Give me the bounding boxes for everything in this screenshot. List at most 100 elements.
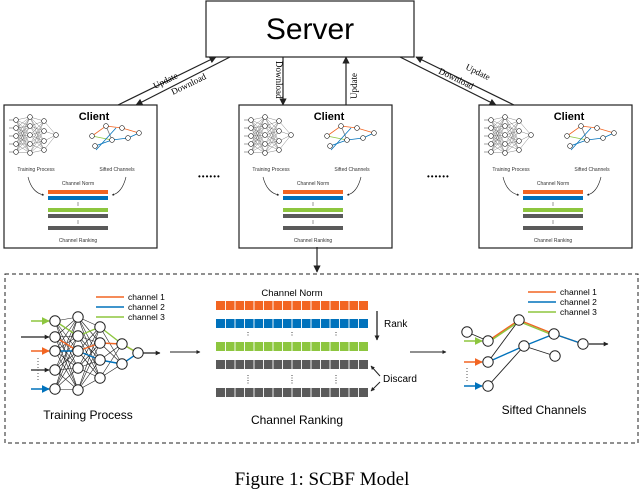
mini-node <box>13 117 19 123</box>
client-right-caption: Sifted Channels <box>334 167 370 173</box>
mini-edge <box>264 116 280 132</box>
mini-edge <box>15 143 31 154</box>
mini-sifted-edge <box>566 135 588 141</box>
mini-edge <box>490 125 506 153</box>
right-download-arrow <box>399 56 497 106</box>
mini-node <box>288 132 294 138</box>
mini-edge <box>518 120 532 136</box>
channel-ranking-label: Channel Ranking <box>251 413 343 427</box>
mini-edge <box>15 135 31 154</box>
mini-sifted-edge <box>570 127 592 151</box>
train-node <box>116 358 128 370</box>
mini-node <box>502 114 508 120</box>
mini-edge <box>250 119 266 136</box>
mini-sifted-node <box>324 133 330 139</box>
mini-sifted-edge <box>91 135 113 141</box>
mini-sifted-node <box>119 125 125 131</box>
client-curve-arrow <box>502 176 520 196</box>
mini-edge <box>250 134 266 145</box>
client-curve-arrow <box>111 176 127 196</box>
mini-node <box>516 147 522 153</box>
legend-left-3: channel 3 <box>128 312 165 322</box>
mini-edge <box>250 116 266 137</box>
mini-sifted-edge <box>121 127 140 134</box>
mini-node <box>262 132 268 138</box>
mini-edge <box>264 130 280 154</box>
discard-label: Discard <box>383 374 417 385</box>
train-node <box>49 383 61 395</box>
mid-update-label: Update <box>349 73 359 99</box>
mini-edge <box>15 125 31 153</box>
sifted-highlight-edge <box>518 320 555 337</box>
train-edge <box>77 316 101 361</box>
mini-edge <box>490 119 506 154</box>
mini-sifted-node <box>360 135 366 141</box>
train-node <box>72 311 84 323</box>
mini-node <box>248 117 254 123</box>
mini-node <box>248 141 254 147</box>
mini-node <box>27 123 33 129</box>
mini-node <box>502 141 508 147</box>
mini-edge <box>250 127 266 145</box>
mini-edge <box>29 120 45 154</box>
mini-edge <box>490 125 506 137</box>
client-bar <box>48 226 108 230</box>
client-norm-label: Channel Norm <box>62 181 94 187</box>
mini-node <box>488 125 494 131</box>
mini-edge <box>490 116 506 129</box>
mini-edge <box>250 125 266 145</box>
mini-node <box>276 128 282 134</box>
mini-node <box>248 125 254 131</box>
training-process-label: Training Process <box>43 408 133 422</box>
server-label: Server <box>266 13 354 46</box>
mini-edge <box>250 119 266 154</box>
client-frame <box>3 104 158 249</box>
train-edge <box>77 326 101 391</box>
mini-node <box>13 149 19 155</box>
legend-right-2: channel 2 <box>560 297 597 307</box>
train-edge <box>77 342 101 391</box>
client-bar <box>523 190 583 194</box>
mini-sifted-node <box>136 130 142 136</box>
mini-node <box>248 149 254 155</box>
train-node <box>49 315 61 327</box>
mini-edge <box>504 130 520 154</box>
mini-node <box>13 133 19 139</box>
mini-node <box>262 114 268 120</box>
train-edge <box>77 359 101 391</box>
mini-node <box>276 138 282 144</box>
mini-edge <box>490 116 506 137</box>
mini-edge <box>15 125 31 145</box>
mini-edge <box>250 143 266 154</box>
sifted-edge <box>487 319 520 363</box>
mini-edge <box>15 127 31 145</box>
mini-edge <box>29 120 45 136</box>
mini-edge <box>15 116 31 145</box>
mini-edge <box>504 140 520 154</box>
mini-edge <box>250 116 266 153</box>
mini-edge <box>504 130 520 145</box>
mini-edge <box>518 134 532 151</box>
mini-edge <box>15 134 31 153</box>
mini-sifted-edge <box>566 125 582 137</box>
mini-edge <box>250 134 266 153</box>
mini-sifted-node <box>103 123 109 129</box>
mini-node <box>502 132 508 138</box>
mini-edge <box>504 116 520 142</box>
mini-edge <box>15 127 31 154</box>
legend-right: channel 1 channel 2 channel 3 <box>528 287 597 317</box>
mini-node <box>516 138 522 144</box>
mini-edge <box>490 125 506 145</box>
mini-edge <box>490 143 506 154</box>
mini-node <box>41 118 47 124</box>
mini-node <box>41 128 47 134</box>
train-edge <box>77 335 101 379</box>
client-bar <box>283 226 343 230</box>
client-bar <box>48 214 108 218</box>
mini-edge <box>490 135 506 154</box>
mini-sifted-edge <box>326 125 342 137</box>
discard-arrow-top <box>370 365 381 377</box>
mini-node <box>13 141 19 147</box>
mini-edge <box>15 119 31 136</box>
mini-edge <box>504 125 520 142</box>
